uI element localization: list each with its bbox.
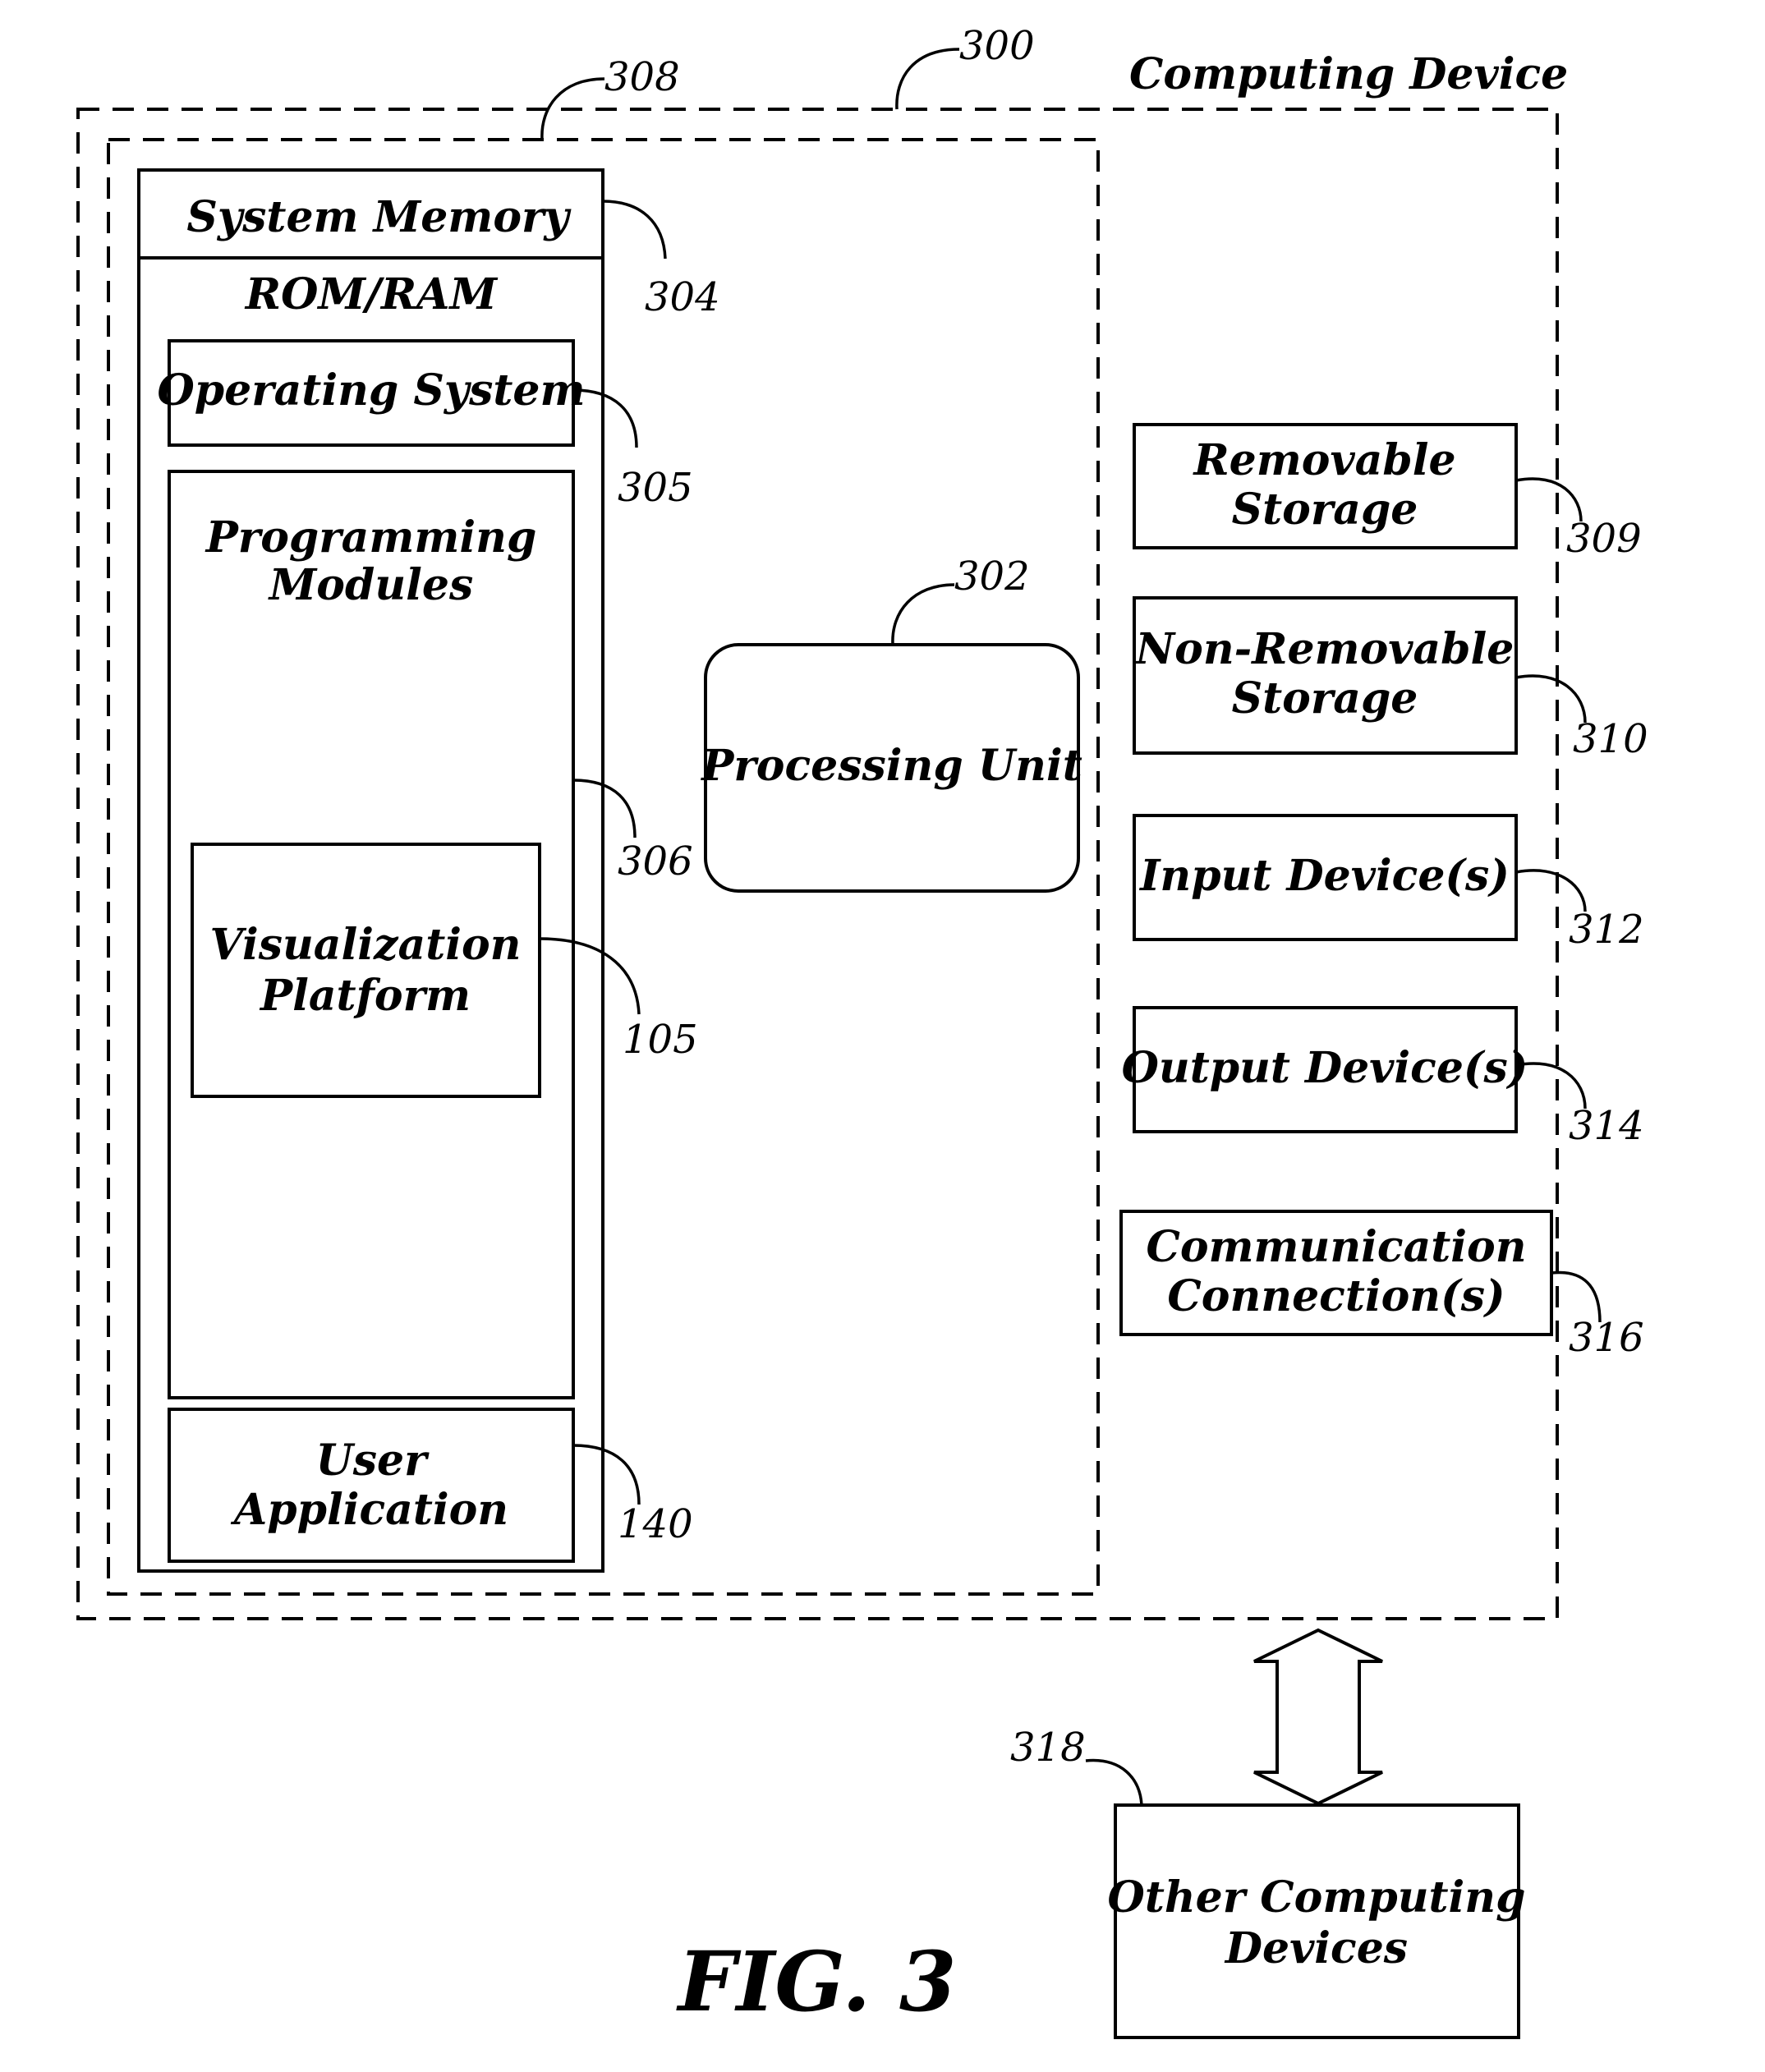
ref-316: 316 bbox=[1569, 1315, 1644, 1361]
ref-302: 302 bbox=[954, 554, 1030, 600]
other-computing-devices-line2: Devices bbox=[1224, 1923, 1408, 1973]
user-application-line1: User bbox=[315, 1436, 430, 1486]
removable-storage-line1: Removable bbox=[1192, 435, 1455, 485]
leader-318 bbox=[1086, 1761, 1142, 1805]
leader-304 bbox=[603, 201, 665, 259]
visualization-platform-line2: Platform bbox=[259, 971, 471, 1021]
non-removable-storage-line2: Storage bbox=[1232, 673, 1418, 724]
leader-312 bbox=[1516, 871, 1585, 912]
programming-modules-line1: Programming bbox=[205, 512, 537, 563]
removable-storage-line2: Storage bbox=[1232, 485, 1418, 535]
ref-312: 312 bbox=[1569, 907, 1644, 953]
visualization-platform-line1: Visualization bbox=[210, 920, 522, 970]
computing-device-label: Computing Device bbox=[1129, 49, 1568, 99]
communication-connections-line1: Communication bbox=[1146, 1222, 1526, 1272]
ref-300: 300 bbox=[959, 23, 1035, 69]
ref-304: 304 bbox=[645, 274, 720, 320]
output-devices-label: Output Device(s) bbox=[1122, 1043, 1528, 1093]
ref-318: 318 bbox=[1010, 1725, 1086, 1771]
communication-connections-line2: Connection(s) bbox=[1167, 1271, 1505, 1321]
leader-302 bbox=[893, 585, 954, 645]
non-removable-storage-line1: Non-Removable bbox=[1134, 624, 1514, 674]
ref-308: 308 bbox=[604, 54, 680, 100]
processing-unit-label: Processing Unit bbox=[700, 741, 1082, 791]
ref-310: 310 bbox=[1573, 716, 1648, 762]
ref-314: 314 bbox=[1569, 1103, 1644, 1149]
bidirectional-arrow bbox=[1254, 1630, 1382, 1803]
ref-105: 105 bbox=[623, 1017, 698, 1063]
figure-caption: FIG. 3 bbox=[676, 1933, 957, 2030]
input-devices-label: Input Device(s) bbox=[1138, 851, 1510, 901]
user-application-line2: Application bbox=[230, 1485, 508, 1535]
system-memory-label: System Memory bbox=[186, 192, 572, 242]
ref-305: 305 bbox=[618, 465, 693, 511]
rom-ram-label: ROM/RAM bbox=[244, 269, 499, 319]
ref-306: 306 bbox=[618, 838, 693, 884]
leader-300 bbox=[897, 49, 959, 109]
ref-309: 309 bbox=[1566, 516, 1642, 562]
programming-modules-line2: Modules bbox=[268, 560, 474, 610]
ref-140: 140 bbox=[618, 1501, 693, 1547]
operating-system-label: Operating System bbox=[157, 365, 585, 416]
other-computing-devices-line1: Other Computing bbox=[1108, 1872, 1526, 1923]
